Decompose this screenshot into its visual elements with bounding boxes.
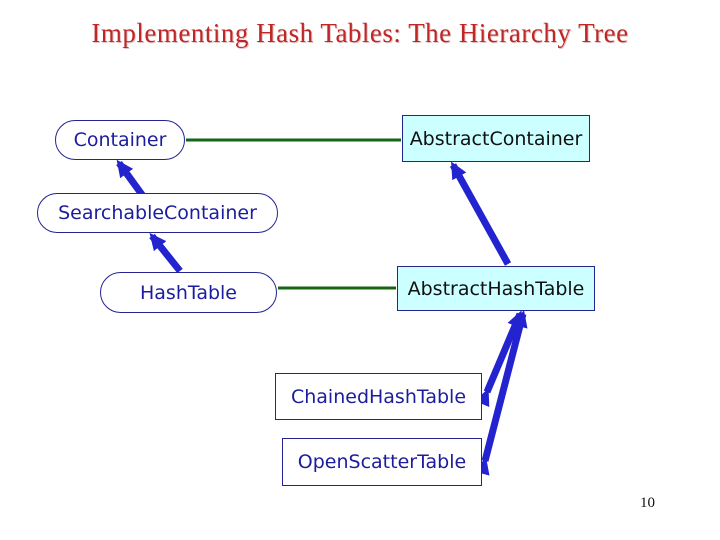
node-container-label: Container xyxy=(73,129,167,151)
node-chained-hash-table: ChainedHashTable xyxy=(275,373,482,420)
edge-searchable-to-container xyxy=(116,159,146,199)
node-abstract-container: AbstractContainer xyxy=(402,115,590,162)
edge-hashtable-to-searchable xyxy=(149,232,183,274)
node-chained-hash-table-label: ChainedHashTable xyxy=(290,385,467,408)
edge-openscatter-to-abstracthashtable xyxy=(474,310,528,476)
node-hash-table-label: HashTable xyxy=(139,281,237,304)
page-number: 10 xyxy=(640,495,655,511)
node-open-scatter-table: OpenScatterTable xyxy=(282,438,482,486)
page-title: Implementing Hash Tables: The Hierarchy … xyxy=(91,18,629,48)
edge-abstracthashtable-to-abstractcontainer xyxy=(449,161,512,266)
node-searchable-container-label: SearchableContainer xyxy=(58,202,257,224)
node-open-scatter-table-label: OpenScatterTable xyxy=(297,451,467,473)
node-abstract-hash-table: AbstractHashTable xyxy=(397,266,595,311)
node-abstract-container-label: AbstractContainer xyxy=(409,127,583,150)
node-abstract-hash-table-label: AbstractHashTable xyxy=(407,277,585,300)
node-container: Container xyxy=(55,120,185,160)
node-hash-table: HashTable xyxy=(100,272,277,313)
node-searchable-container: SearchableContainer xyxy=(37,193,278,233)
